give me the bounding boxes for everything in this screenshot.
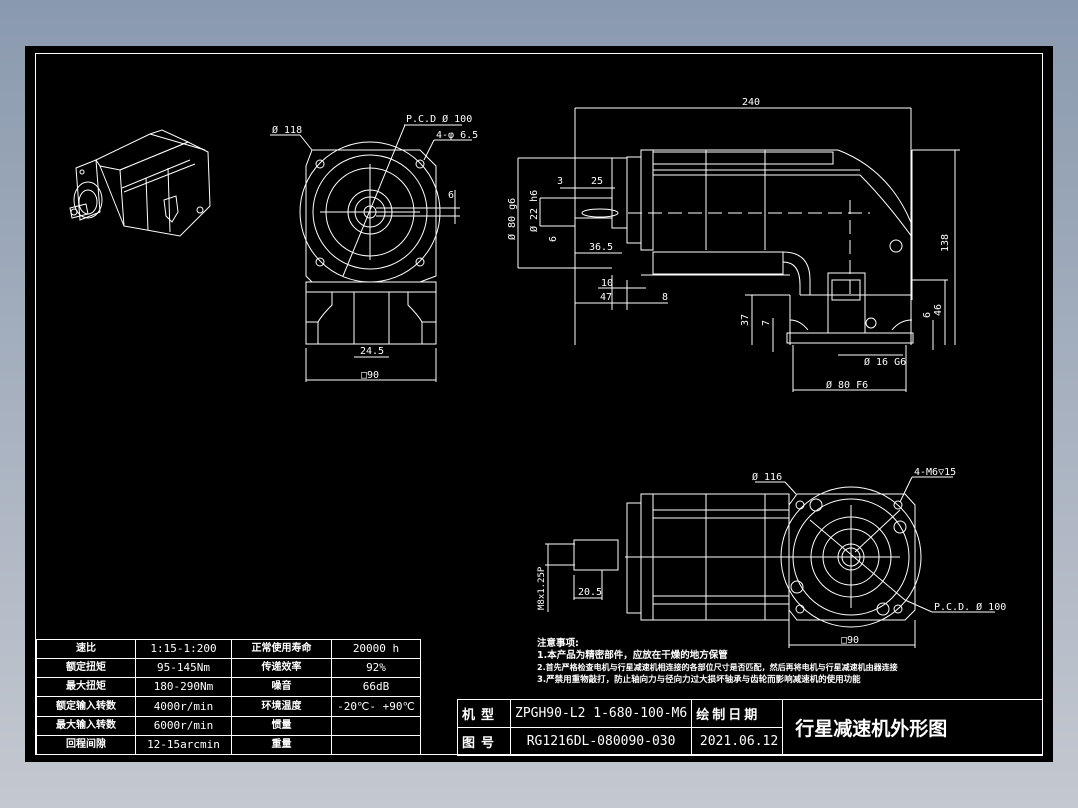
spec-value: 92% <box>331 658 421 679</box>
dim-side-height: 138 <box>940 234 951 252</box>
note-item: 3.严禁用重物敲打，防止轴向力与径向力过大损坏轴承与齿轮而影响减速机的使用功能 <box>537 675 861 685</box>
table-row: 额定扭矩 95-145Nm 传递效率 92% <box>36 658 421 679</box>
spec-value: 20000 h <box>331 638 421 660</box>
table-row: 回程间隙 12-15arcmin 重量 <box>36 734 421 756</box>
spec-label: 正常使用寿命 <box>231 638 332 660</box>
spec-label: 环境温度 <box>231 696 332 717</box>
dim-side-key: 6 <box>548 236 559 242</box>
spec-value: 95-145Nm <box>135 658 232 679</box>
dim-front-pcd: P.C.D Ø 100 <box>406 113 472 125</box>
spec-table: 速比 1:15-1:200 正常使用寿命 20000 h 额定扭矩 95-145… <box>36 638 421 756</box>
dim-side-keyoffset: 3 <box>557 176 563 187</box>
spec-value: 4000r/min <box>135 696 232 717</box>
spec-value: 180-290Nm <box>135 677 232 698</box>
top-view <box>545 476 995 648</box>
model-label: 机型 <box>457 699 511 728</box>
dim-top-holes: 4-M6▽15 <box>914 467 956 478</box>
title-block-row: 图号 RG1216DL-080090-030 2021.06.12 <box>457 727 1043 756</box>
drawing-no-value: RG1216DL-080090-030 <box>509 727 693 756</box>
spec-label: 额定输入转数 <box>36 696 136 717</box>
technical-notes: 注意事项: 1.本产品为精密部件，应放在干燥的地方保管 2.首先严格检查电机与行… <box>537 638 898 686</box>
spec-label: 额定扭矩 <box>36 658 136 679</box>
dim-side-7: 7 <box>761 320 772 326</box>
spec-value: 12-15arcmin <box>135 734 232 756</box>
dim-side-10: 10 <box>601 278 613 289</box>
dim-front-offset: 24.5 <box>360 346 384 357</box>
title-block-row: 机型 ZPGH90-L2 1-680-100-M6 绘制日期 行星减速机外形图 <box>457 699 1043 756</box>
model-value: ZPGH90-L2 1-680-100-M6 <box>509 699 693 728</box>
spec-label: 速比 <box>36 638 136 660</box>
spec-label: 惯量 <box>231 715 332 736</box>
note-item: 1.本产品为精密部件，应放在干燥的地方保管 <box>537 650 728 661</box>
dim-side-shaft: Ø 22 h6 <box>528 190 540 232</box>
spec-label: 重量 <box>231 734 332 756</box>
dim-top-depth: 20.5 <box>578 587 602 598</box>
drawing-title: 行星减速机外形图 <box>782 699 1043 756</box>
dim-side-37: 37 <box>740 314 751 326</box>
notes-heading: 注意事项: <box>537 638 579 649</box>
spec-value: 6000r/min <box>135 715 232 736</box>
dim-front-key: 6 <box>448 190 454 201</box>
table-row: 额定输入转数 4000r/min 环境温度 -20℃- +90℃ <box>36 696 421 717</box>
dim-side-pilot: Ø 80 g6 <box>506 198 518 240</box>
spec-label: 回程间隙 <box>36 734 136 756</box>
date-value: 2021.06.12 <box>691 727 784 756</box>
spec-value: 66dB <box>331 677 421 698</box>
dim-front-outer: Ø 118 <box>272 124 302 136</box>
spec-value: -20℃- +90℃ <box>331 696 421 717</box>
spec-label: 噪音 <box>231 677 332 698</box>
dim-side-shaftlength: 36.5 <box>589 242 613 253</box>
spec-value: 1:15-1:200 <box>135 638 232 660</box>
spec-label: 传递效率 <box>231 658 332 679</box>
dim-side-6: 6 <box>922 312 933 318</box>
dim-top-square: □90 <box>841 635 859 646</box>
spec-label: 最大输入转数 <box>36 715 136 736</box>
dim-side-46: 46 <box>933 304 944 316</box>
date-label: 绘制日期 <box>691 699 784 728</box>
table-row: 最大扭矩 180-290Nm 噪音 66dB <box>36 677 421 698</box>
dim-front-square: □90 <box>361 370 379 381</box>
dim-front-holes: 4-φ 6.5 <box>436 130 478 141</box>
dim-top-outer: Ø 116 <box>752 471 782 483</box>
dim-side-8: 8 <box>662 292 668 303</box>
title-block: 机型 ZPGH90-L2 1-680-100-M6 绘制日期 行星减速机外形图 … <box>457 699 1043 756</box>
dim-side-pilotout: Ø 80 F6 <box>826 379 868 391</box>
side-view <box>517 107 960 392</box>
front-view <box>270 124 472 382</box>
spec-value <box>331 715 421 736</box>
spec-value <box>331 734 421 756</box>
dim-top-pcd: P.C.D. Ø 100 <box>934 601 1006 613</box>
dim-top-thread: M8x1.25P <box>537 566 547 610</box>
dim-side-length: 240 <box>742 97 760 108</box>
table-row: 速比 1:15-1:200 正常使用寿命 20000 h <box>36 638 421 660</box>
isometric-view <box>69 129 211 237</box>
note-item: 2.首先严格检查电机与行星减速机相连接的各部位尺寸是否匹配，然后再将电机与行星减… <box>537 663 898 672</box>
table-row: 最大输入转数 6000r/min 惯量 <box>36 715 421 736</box>
drawing-no-label: 图号 <box>457 727 511 756</box>
dim-side-keylength: 25 <box>591 176 603 187</box>
spec-label: 最大扭矩 <box>36 677 136 698</box>
dim-side-bore: Ø 16 G6 <box>864 356 906 368</box>
dim-side-47: 47 <box>600 292 612 303</box>
